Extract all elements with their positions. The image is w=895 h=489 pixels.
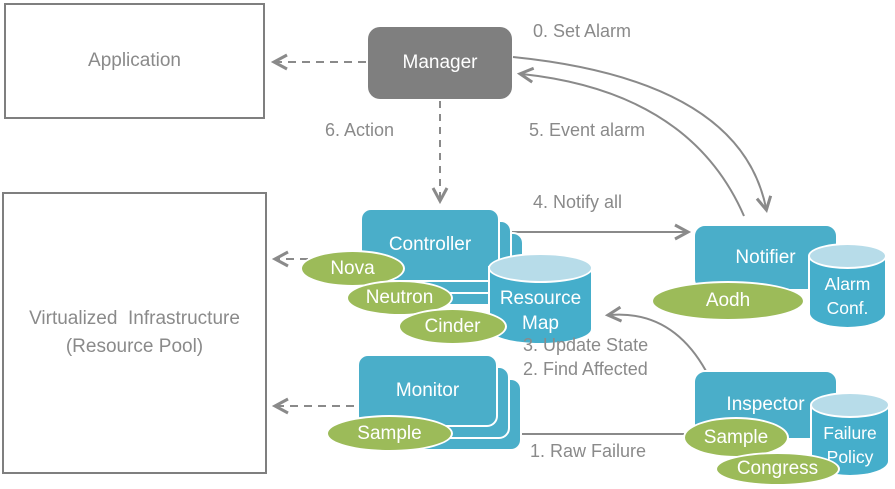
failure-policy-label: Failure Policy	[823, 423, 877, 467]
application-label: Application	[88, 50, 181, 71]
alarm-conf-cylinder: Alarm Conf.	[808, 243, 887, 329]
raw-failure-label: 1. Raw Failure	[530, 441, 647, 461]
event-alarm-label: 5. Event alarm	[529, 120, 646, 140]
failure-policy-cylinder-top	[810, 392, 890, 418]
notifier-label: Notifier	[735, 246, 796, 268]
aodh-ellipse: Aodh	[651, 281, 805, 321]
arrow-set-alarm-curve	[512, 56, 773, 214]
monitor-sample-ellipse: Sample	[326, 415, 453, 452]
resource-map-label: Resource Map	[499, 288, 582, 334]
alarm-conf-cylinder-top	[808, 243, 887, 269]
find-affected-label: 2. Find Affected	[523, 359, 648, 379]
controller-label: Controller	[388, 234, 472, 255]
resource-map-cylinder: Resource Map	[488, 253, 593, 345]
virtualized-infrastructure-label: Virtualized Infrastructure (Resource Poo…	[29, 305, 240, 361]
application-box: Application	[4, 3, 265, 119]
action-label: 6. Action	[325, 120, 395, 140]
set-alarm-label: 0. Set Alarm	[533, 21, 632, 41]
alarm-conf-label: Alarm Conf.	[824, 274, 871, 318]
manager-box: Manager	[368, 27, 512, 99]
notify-all-label: 4. Notify all	[533, 192, 623, 212]
arrow-inspector-to-resource-map	[604, 305, 707, 372]
inspector-label: Inspector	[726, 394, 805, 415]
update-state-label: 3. Update State	[523, 335, 649, 355]
virtualized-infrastructure-line1: Virtualized Infrastructure	[29, 308, 240, 329]
virtualized-infrastructure-box: Virtualized Infrastructure (Resource Poo…	[2, 192, 267, 474]
congress-ellipse: Congress	[715, 452, 840, 486]
monitor-label: Monitor	[395, 379, 460, 401]
manager-label: Manager	[402, 52, 478, 73]
arrow-event-alarm-curve	[516, 66, 745, 217]
cinder-ellipse: Cinder	[398, 308, 507, 345]
resource-map-cylinder-top	[488, 253, 593, 283]
neutron-ellipse: Neutron	[346, 280, 453, 316]
monitor-stack: Monitor	[357, 354, 522, 451]
virtualized-infrastructure-line2: (Resource Pool)	[65, 336, 204, 357]
